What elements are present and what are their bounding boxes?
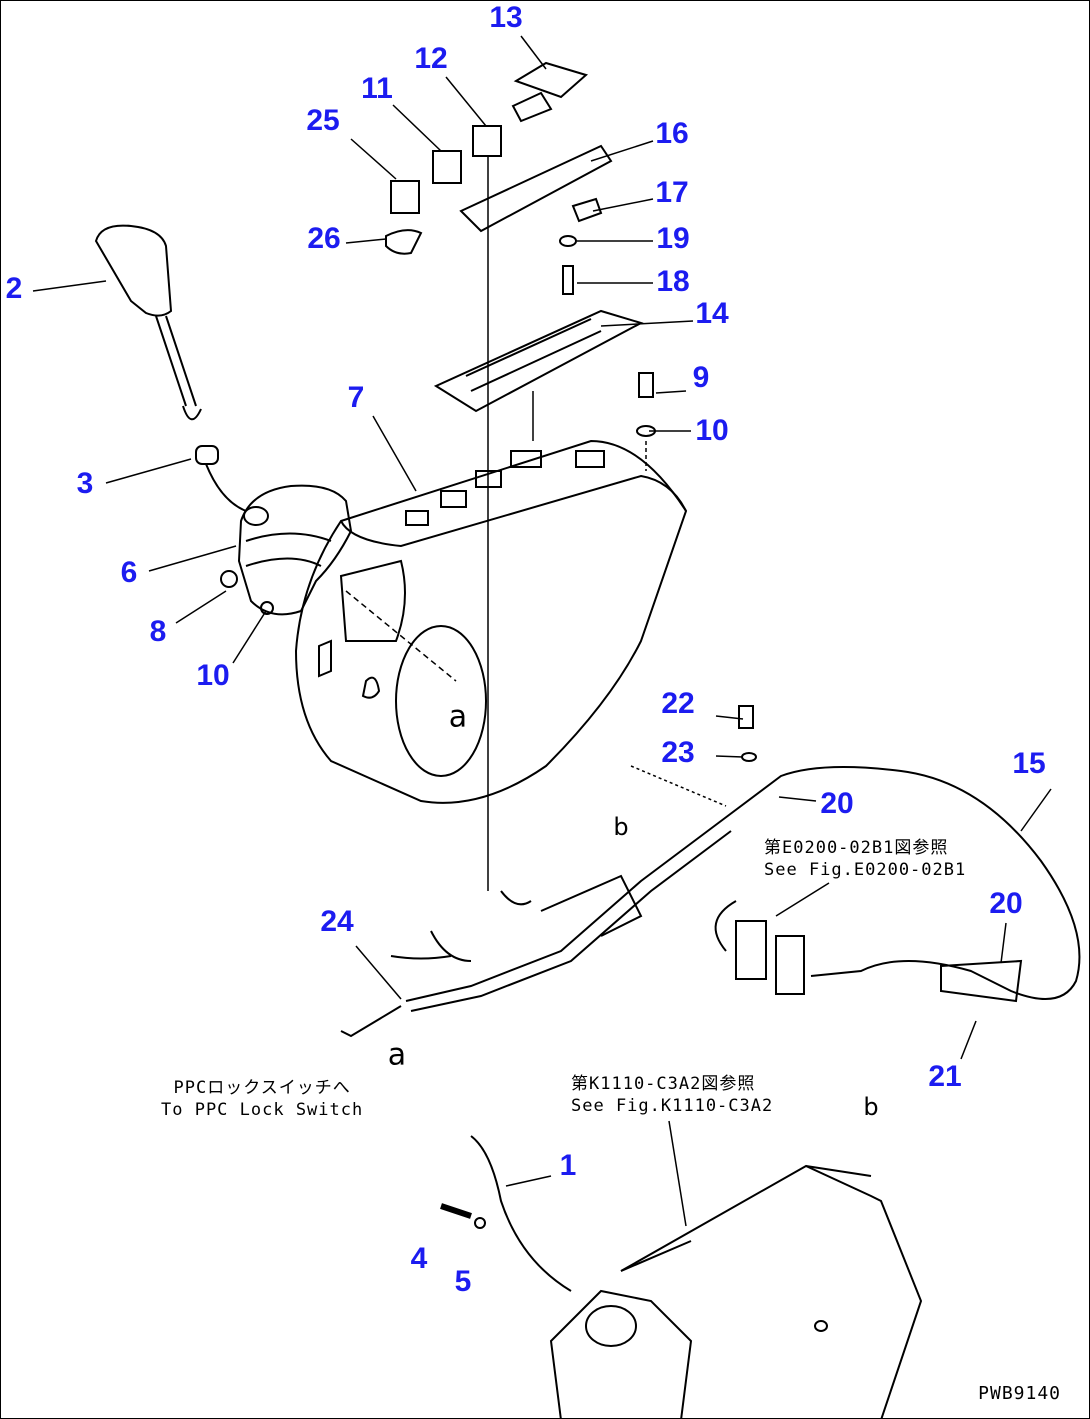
knob-and-lever [94,224,247,512]
reference-letter-b: b [863,1093,879,1121]
callout-25: 25 [306,104,340,137]
callout-16: 16 [655,117,689,150]
callout-2: 2 [5,272,23,305]
callout-14: 14 [695,297,729,330]
callout-10: 10 [695,414,729,447]
console-box [294,439,688,804]
callout-5: 5 [454,1265,472,1298]
callout-1: 1 [559,1149,577,1182]
drawing-code: PWB9140 [978,1383,1061,1404]
note-see-fig-k1110: 第K1110-C3A2図参照 See Fig.K1110-C3A2 [571,1073,773,1117]
note-fig1-en: See Fig.E0200-02B1 [764,860,967,880]
callout-9: 9 [692,361,710,394]
note-fig2-en: See Fig.K1110-C3A2 [571,1096,774,1116]
callout-4: 4 [410,1242,428,1275]
floor-frame [440,1135,923,1418]
callout-10b: 10 [196,659,230,692]
callout-17: 17 [655,176,689,209]
lever-boot [220,484,353,616]
callout-26: 26 [307,222,341,255]
note-see-fig-e0200: 第E0200-02B1図参照 See Fig.E0200-02B1 [764,837,966,881]
leader-lines [32,35,1052,1227]
callout-18: 18 [656,265,690,298]
small-parts [385,61,757,762]
callout-8: 8 [149,615,167,648]
note-ppc-lock-switch: PPCロックスイッチへ To PPC Lock Switch [161,1077,363,1121]
callout-24: 24 [320,905,354,938]
callout-20b: 20 [989,887,1023,920]
note-fig1-jp: 第E0200-02B1図参照 [764,838,949,858]
callout-19: 19 [656,222,690,255]
callout-23: 23 [661,736,695,769]
callout-6: 6 [120,556,138,589]
callout-20: 20 [820,787,854,820]
callout-7: 7 [347,381,365,414]
callout-12: 12 [414,42,448,75]
reference-letter-b: b [613,813,629,841]
note-ppc-jp: PPCロックスイッチへ [173,1078,351,1098]
note-fig2-jp: 第K1110-C3A2図参照 [571,1074,756,1094]
note-ppc-en: To PPC Lock Switch [161,1100,364,1120]
switch-panel-14 [433,309,644,413]
callout-22: 22 [661,687,695,720]
callout-21: 21 [928,1060,962,1093]
callout-3: 3 [76,467,94,500]
wire-harness [340,766,1081,1038]
reference-letter-a: a [387,1037,407,1073]
callout-11: 11 [361,72,393,105]
reference-letter-a: a [448,699,468,735]
callout-15: 15 [1012,747,1046,780]
callout-13: 13 [489,1,523,34]
